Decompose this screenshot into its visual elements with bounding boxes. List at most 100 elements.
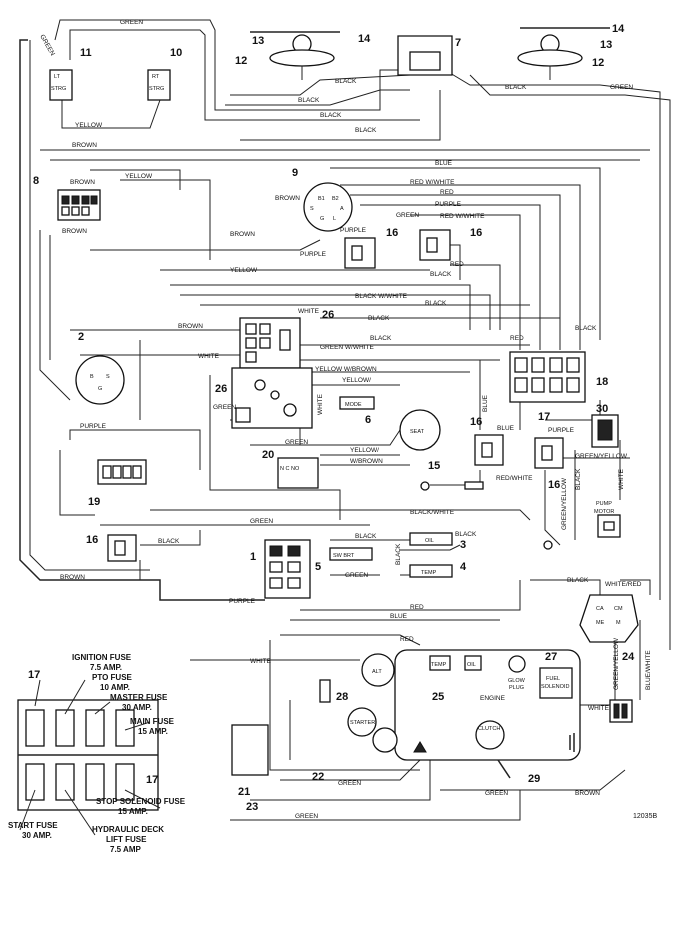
fuse-amp-master: 30 AMP. — [122, 703, 152, 712]
component-29-ground-strap — [497, 759, 511, 779]
glow-1: GLOW — [508, 678, 526, 684]
fuel-2: SOLENOID — [541, 684, 569, 690]
component-6-mode-switch: MODE — [339, 396, 375, 410]
fuse-callout-17-b: 17 — [146, 774, 158, 786]
wire-label: BROWN — [70, 179, 95, 186]
wire-red-16 — [450, 264, 501, 330]
wire-label: BLACK — [430, 271, 452, 278]
wire-left-26-loop — [209, 375, 341, 520]
wire-label: GREEN — [338, 780, 361, 787]
wire-label: PURPLE — [548, 427, 575, 434]
alt-label: ALT — [372, 669, 382, 675]
wire-label: BROWN — [575, 790, 600, 797]
starter-label: STARTER — [350, 720, 375, 726]
wire-green-yellow-v — [544, 470, 561, 546]
component-8-connector — [57, 189, 101, 221]
callout-18: 18 — [596, 376, 608, 388]
component-5-switch: SW BRT — [329, 547, 373, 561]
wire-label: YELLOW — [125, 173, 153, 180]
callout-layer: 11 10 13 14 12 7 14 13 12 8 9 16 16 2 26… — [33, 23, 635, 813]
wire-white-red — [620, 579, 651, 595]
wire-label: RED — [400, 636, 414, 643]
callout-3: 3 — [460, 539, 466, 551]
wire-label: BLACK/WHITE — [410, 509, 455, 516]
callout-30: 30 — [596, 403, 608, 415]
c3-oil: OIL — [425, 538, 434, 544]
callout-2: 2 — [78, 331, 84, 343]
wire-label: BLACK — [575, 325, 597, 332]
wire-label: WHITE — [618, 468, 625, 490]
callout-5: 5 — [315, 561, 321, 573]
fuel-1: FUEL — [546, 676, 560, 682]
wire-label: BLACK — [370, 335, 392, 342]
wire-label: RED W/WHITE — [410, 179, 455, 186]
component-solenoid-connector — [609, 699, 633, 723]
component-11-left-steering-switch: LT STRG — [49, 69, 73, 101]
fuse-amp-stop: 15 AMP. — [118, 807, 148, 816]
wire-black-16b — [140, 530, 201, 546]
fuse-label-hyd-1: HYDRAULIC DECK — [92, 825, 164, 834]
component-21-battery — [231, 724, 269, 776]
component-18-relay-block — [509, 351, 586, 403]
wire-brown-mid — [170, 284, 471, 330]
component-28-diode — [319, 679, 331, 703]
c2-b: B — [90, 374, 94, 380]
component-2-hour-meter: B S G — [75, 355, 125, 405]
wire-purple-16 — [90, 239, 321, 251]
c24-ca: CA — [596, 606, 604, 612]
wire-label: RED — [440, 189, 454, 196]
c11-lt-label: LT — [54, 74, 61, 80]
wire-label: BLACK — [355, 533, 377, 540]
callout-27: 27 — [545, 651, 557, 663]
wire-purple-1 — [360, 204, 541, 350]
pump-label-2: MOTOR — [594, 509, 614, 515]
wire-red-white-1 — [340, 184, 581, 350]
fuse-amp-ignition: 7.5 AMP. — [90, 663, 122, 672]
component-engine: ENGINE TEMP OIL GLOW PLUG FUEL SOLENOID … — [394, 649, 581, 761]
fuse-label-hyd-2: LIFT FUSE — [106, 835, 147, 844]
wire-black-3 — [240, 90, 441, 141]
wire-label: GREEN — [610, 84, 633, 91]
fuse-label-ignition: IGNITION FUSE — [72, 653, 132, 662]
component-16-relay-right — [534, 437, 564, 469]
wire-label: GREEN/YELLOW — [561, 477, 568, 530]
c20-label: N C NO — [280, 466, 300, 472]
fuse-label-stop: STOP SOLENOID FUSE — [96, 797, 186, 806]
callout-8: 8 — [33, 175, 39, 187]
component-pump-motor: PUMP MOTOR — [543, 501, 621, 550]
wire-harness — [19, 19, 671, 821]
fuse-block-17 — [17, 679, 161, 836]
fuse-label-start: START FUSE — [8, 821, 58, 830]
wire-label: GREEN/YELLOW — [575, 453, 628, 460]
component-12-left-headlight — [250, 31, 340, 80]
callout-16-d: 16 — [548, 479, 560, 491]
component-16-relay-mid — [474, 434, 504, 466]
callout-12-left: 12 — [235, 55, 247, 67]
fuse-amp-main: 15 AMP. — [138, 727, 168, 736]
wire-label: BLUE — [390, 613, 408, 620]
wire-label: BLACK — [368, 315, 390, 322]
fuse-amp-start: 30 AMP. — [22, 831, 52, 840]
callout-13-left: 13 — [252, 35, 264, 47]
wire-yellow-top — [61, 99, 161, 129]
component-26-connector-upper — [239, 317, 301, 369]
callout-11: 11 — [80, 47, 92, 59]
c6-mode: MODE — [345, 402, 362, 408]
c24-m: M — [616, 620, 621, 626]
wire-label: WHITE — [250, 658, 272, 665]
wire-label: BLACK — [355, 127, 377, 134]
wire-brown-16 — [40, 560, 141, 581]
fuse-amp-pto: 10 AMP. — [100, 683, 130, 692]
engine-temp: TEMP — [431, 662, 447, 668]
wire-black-right — [444, 69, 661, 600]
callout-13-right: 13 — [600, 39, 612, 51]
wire-label: RED/WHITE — [496, 475, 533, 482]
wire-brown-8 — [39, 230, 71, 401]
c9-l: L — [333, 216, 336, 222]
wire-label: BROWN — [275, 195, 300, 202]
wire-label: PURPLE — [340, 227, 367, 234]
wire-black-24 — [530, 579, 601, 595]
wire-label: RED — [450, 261, 464, 268]
callout-6: 6 — [365, 414, 371, 426]
